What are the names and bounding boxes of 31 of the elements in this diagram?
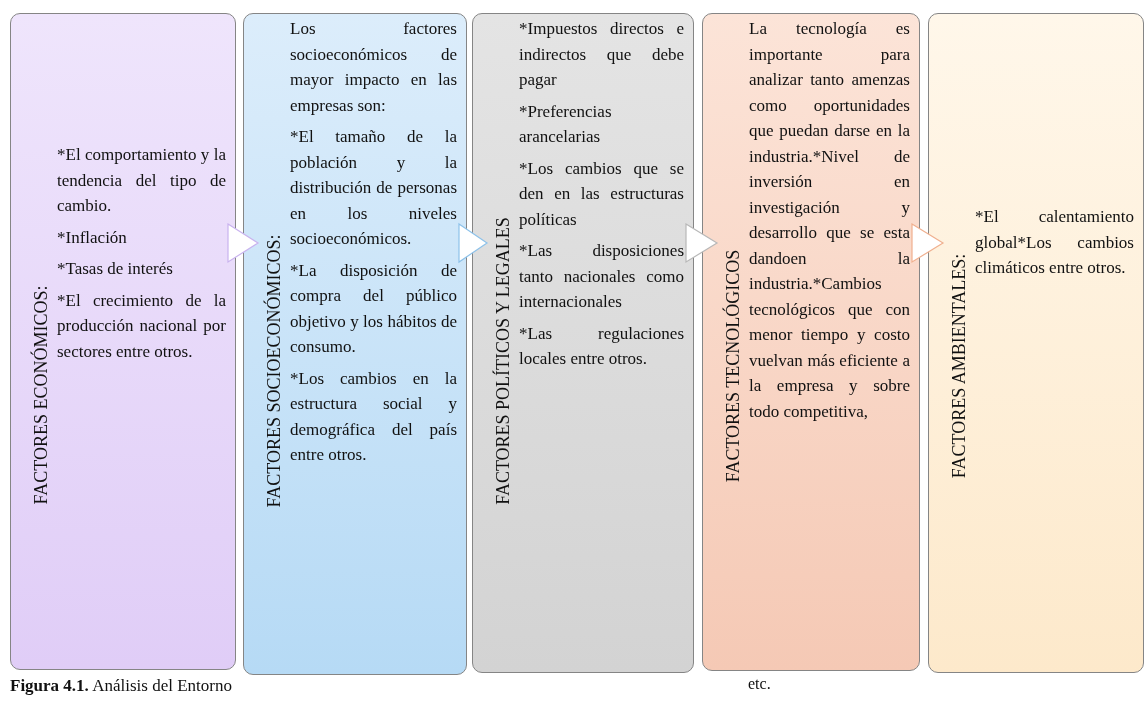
chevron-arrow xyxy=(685,222,719,264)
panel-text: La tecnología es importante para analizar tanto amenzas como oportunidades que puedan darse en la industria.*Nivel de inversión en investigación y desarrollo que se esta dandoen la industria.*Cambios tecnológicos que con menor tiempo y costo vuelvan más eficiente a la empresa y sobre todo competitiva, xyxy=(749,18,910,423)
panel-heading: FACTORES AMBIENTALES: xyxy=(948,253,970,479)
panel-text: *Impuestos directos e indirectos que debe pagar xyxy=(519,18,684,91)
panel-text: *Preferencias arancelarias xyxy=(519,100,613,148)
panel-heading: FACTORES TECNOLÓGICOS xyxy=(722,249,744,483)
panel-text: Los factores socioeconómicos de mayor impacto en las empresas son: xyxy=(290,18,457,117)
panel-text: *Las disposiciones tanto nacionales como internacionales xyxy=(519,240,684,313)
panel-text: *El tamaño de la población y la distribución de personas en los niveles socioeconómicos. xyxy=(290,126,457,250)
factor-panel xyxy=(928,13,1144,673)
panel-text: *La disposición de compra del público objetivo y los hábitos de consumo. xyxy=(290,259,457,358)
panel-text: *El comportamiento y la tendencia del tipo de cambio. xyxy=(57,144,226,217)
factor-panel xyxy=(10,13,236,670)
panel-heading: FACTORES ECONÓMICOS: xyxy=(30,285,52,505)
factor-panel xyxy=(243,13,467,675)
chevron-arrow xyxy=(911,222,945,264)
factor-panel xyxy=(472,13,694,673)
panel-text: *Los cambios que se den en las estructuras políticas xyxy=(519,157,684,231)
panel-text: *El crecimiento de la producción nacional por sectores entre otros. xyxy=(57,289,226,363)
panel-text: *El calentamiento global*Los cambios climáticos entre otros. xyxy=(975,206,1134,279)
overflow-text: etc. xyxy=(748,675,771,693)
chevron-arrow xyxy=(227,222,260,264)
chevron-arrow xyxy=(458,222,489,264)
panel-text: *Inflación xyxy=(57,226,128,249)
panel-text: *Los cambios en la estructura social y demográfica del país entre otros. xyxy=(290,367,457,466)
figure-caption: Figura 4.1. Análisis del Entorno xyxy=(10,676,232,696)
panel-text: *Tasas de interés xyxy=(57,258,174,280)
panel-heading: FACTORES POLÍTICOS Y LEGALES xyxy=(492,217,514,505)
panel-text: *Las regulaciones locales entre otros. xyxy=(519,322,684,370)
factor-panel xyxy=(702,13,920,671)
panel-heading: FACTORES SOCIOECONÓMICOS: xyxy=(263,234,285,508)
